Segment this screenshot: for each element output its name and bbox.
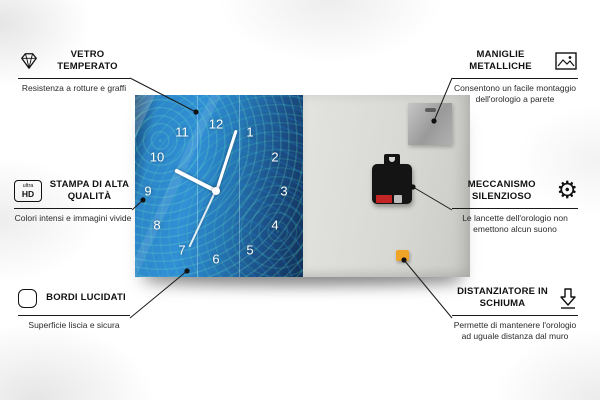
- callout-bordi-lucidati: BORDI LUCIDATI Superficie liscia e sicur…: [18, 285, 130, 331]
- clock-number: 2: [271, 149, 279, 165]
- picture-frame-icon: [554, 51, 578, 71]
- foam-spacer: [396, 250, 409, 261]
- callout-header: ultra HD STAMPA DI ALTA QUALITÀ: [14, 178, 132, 209]
- callout-distanziatore-schiuma: DISTANZIATORE IN SCHIUMA Permette di man…: [452, 285, 578, 343]
- callout-title: MECCANISMO SILENZIOSO: [467, 178, 536, 202]
- callout-title: STAMPA DI ALTA QUALITÀ: [49, 178, 130, 202]
- hanger-bracket: [384, 154, 400, 165]
- clock-center-cap: [212, 187, 220, 195]
- clock-number: 11: [175, 124, 189, 140]
- clock-number: 7: [178, 242, 186, 258]
- clock-number: 3: [280, 183, 288, 199]
- gear-icon: ⚙: [556, 177, 578, 204]
- battery: [376, 195, 392, 203]
- diamond-icon: [18, 51, 40, 71]
- callout-subtitle: Le lancette dell'orologio non emettono a…: [462, 213, 568, 235]
- callout-subtitle: Colori intensi e immagini vivide: [14, 213, 132, 223]
- clock-number: 1: [246, 124, 254, 140]
- callout-title: VETRO TEMPERATO: [57, 48, 118, 72]
- callout-meccanismo-silenzioso: MECCANISMO SILENZIOSO ⚙ Le lancette dell…: [452, 178, 578, 236]
- callout-subtitle: Resistenza a rotture e graffi: [21, 83, 127, 93]
- glass-seam: [197, 95, 198, 277]
- clock-back-side: [303, 95, 470, 277]
- rounded-edge-icon: [18, 288, 37, 308]
- callout-maniglie-metalliche: MANIGLIE METALLICHE Consentono un facile…: [452, 48, 578, 106]
- callout-header: MANIGLIE METALLICHE: [452, 48, 578, 79]
- wall-clock-product: 12 1 2 3 4 5 6 7 8 9 10 11: [135, 95, 470, 277]
- callout-header: MECCANISMO SILENZIOSO ⚙: [452, 178, 578, 209]
- ultra-hd-label-bottom: HD: [21, 188, 35, 199]
- battery-contact: [394, 195, 402, 203]
- clock-number: 6: [212, 251, 220, 267]
- ultra-hd-icon: ultra HD: [14, 180, 42, 202]
- down-arrow-icon: [558, 287, 578, 309]
- glass-seam: [239, 95, 240, 277]
- callout-title: MANIGLIE METALLICHE: [469, 48, 532, 72]
- clock-number: 10: [149, 149, 165, 165]
- callout-header: DISTANZIATORE IN SCHIUMA: [452, 285, 578, 316]
- callout-subtitle: Consentono un facile montaggio dell'orol…: [454, 83, 576, 105]
- hanger-hole: [389, 157, 395, 162]
- ultra-hd-label-top: ultra: [22, 183, 34, 189]
- callout-subtitle: Permette di mantenere l'orologio ad ugua…: [453, 320, 577, 342]
- clock-front-face: 12 1 2 3 4 5 6 7 8 9 10 11: [135, 95, 303, 277]
- callout-header: VETRO TEMPERATO: [18, 48, 130, 79]
- clock-number: 4: [271, 217, 279, 233]
- callout-title: DISTANZIATORE IN SCHIUMA: [457, 285, 548, 309]
- callout-header: BORDI LUCIDATI: [18, 285, 130, 316]
- clock-number: 5: [246, 242, 254, 258]
- clock-number: 8: [153, 217, 161, 233]
- callout-subtitle: Superficie liscia e sicura: [28, 320, 120, 330]
- mounting-slot: [425, 108, 436, 112]
- callout-title: BORDI LUCIDATI: [46, 291, 126, 303]
- mounting-plate: [408, 103, 452, 145]
- callout-vetro-temperato: VETRO TEMPERATO Resistenza a rotture e g…: [18, 48, 130, 94]
- clock-number: 12: [208, 116, 224, 132]
- clock-number: 9: [144, 183, 152, 199]
- callout-stampa-alta-qualita: ultra HD STAMPA DI ALTA QUALITÀ Colori i…: [14, 178, 132, 224]
